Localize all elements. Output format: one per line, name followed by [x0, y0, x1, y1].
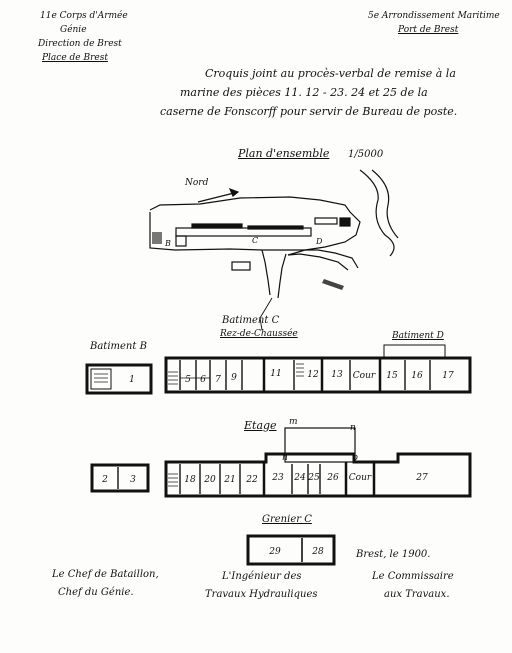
room-18: 18: [184, 475, 196, 485]
header-genie: Génie: [60, 25, 87, 35]
room-24: 24: [293, 473, 306, 483]
room-21: 21: [223, 475, 235, 485]
room-28: 28: [311, 547, 324, 557]
batiment-d-title: Batiment D: [392, 331, 444, 341]
room-7: 7: [215, 375, 221, 385]
room-23: 23: [271, 473, 284, 483]
room-b1: 1: [129, 375, 135, 385]
room-11: 11: [270, 369, 281, 379]
room-b2: 2: [101, 475, 108, 485]
plan-ensemble-title: Plan d'ensemble: [238, 147, 330, 160]
marker-n2: n: [350, 423, 356, 433]
marker-p: p: [352, 453, 358, 463]
marker-m: m: [289, 417, 298, 427]
room-b3: 3: [130, 475, 136, 485]
room-22: 22: [245, 475, 258, 485]
site-building-c: [175, 227, 312, 237]
batiment-b-etage: [90, 463, 150, 493]
header-arrondissement: 5e Arrondissement Maritime: [368, 11, 500, 21]
marker-n1: n: [282, 453, 288, 463]
room-20: 20: [203, 475, 216, 485]
footer-right-2: aux Travaux.: [384, 589, 450, 600]
title-line-1: Croquis joint au procès-verbal de remise…: [205, 67, 456, 80]
room-13: 13: [331, 370, 343, 380]
site-label-d: D: [315, 237, 323, 246]
batiment-c-etage: [164, 452, 472, 498]
site-label-b: B: [164, 239, 171, 248]
room-cour-rdc: Cour: [353, 371, 376, 381]
footer-right-1: Le Commissaire: [372, 571, 454, 582]
site-label-c: C: [252, 236, 258, 245]
site-outline: [149, 196, 361, 256]
room-12: 12: [307, 370, 319, 380]
room-27: 27: [415, 473, 428, 483]
footer-left-2: Chef du Génie.: [58, 587, 134, 598]
header-place: Place de Brest: [42, 53, 108, 63]
room-6: 6: [200, 375, 206, 385]
batiment-c-rdc: [164, 356, 472, 394]
room-17: 17: [442, 371, 454, 381]
grenier-title: Grenier C: [262, 514, 312, 525]
title-line-2: marine des pièces 11. 12 - 23. 24 et 25 …: [180, 86, 428, 99]
room-9: 9: [231, 373, 237, 383]
room-26: 26: [326, 473, 339, 483]
footer-middle-1: L'Ingénieur des: [222, 571, 302, 582]
batiment-c-title: Batiment C: [222, 315, 280, 326]
room-29: 29: [268, 547, 281, 557]
title-line-3: caserne de Fonscorff pour servir de Bure…: [160, 105, 458, 118]
room-15: 15: [386, 371, 398, 381]
batiment-b-title: Batiment B: [90, 341, 147, 352]
grenier-c: [246, 534, 336, 566]
header-port: Port de Brest: [398, 25, 459, 35]
batiment-b-rdc: [85, 363, 153, 395]
etage-title: Etage: [244, 419, 277, 432]
nord-label: Nord: [184, 178, 209, 188]
footer-middle-2: Travaux Hydrauliques: [205, 589, 318, 600]
plan-ensemble-scale: 1/5000: [348, 149, 384, 160]
header-direction: Direction de Brest: [38, 39, 122, 49]
footer-date: Brest, le 1900.: [356, 549, 431, 560]
room-5: 5: [185, 375, 191, 385]
footer-left-1: Le Chef de Bataillon,: [52, 569, 159, 580]
room-16: 16: [411, 371, 423, 381]
room-cour-etage: Cour: [349, 473, 372, 483]
header-corps: 11e Corps d'Armée: [40, 11, 128, 21]
batiment-c-level: Rez-de-Chaussée: [220, 329, 298, 339]
room-25: 25: [307, 473, 320, 483]
